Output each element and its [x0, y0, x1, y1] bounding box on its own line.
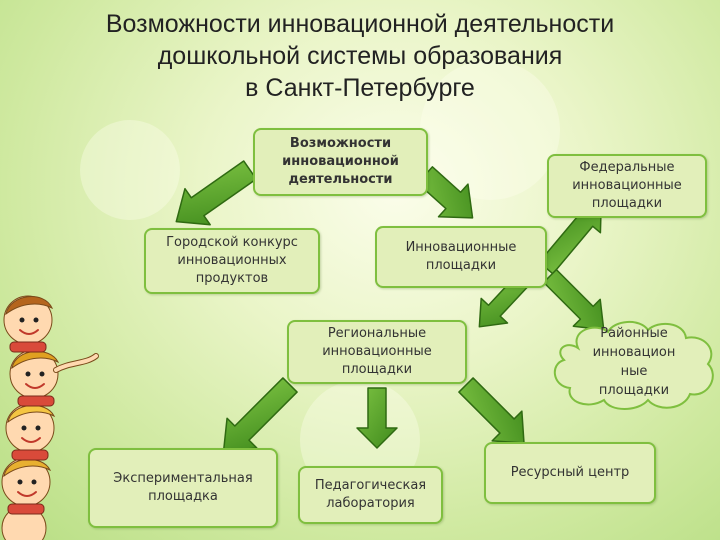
- node-resource-center-line-1: Ресурсный центр: [510, 465, 630, 480]
- arrow-to-city-contest: [175, 160, 258, 226]
- arrow-to-district: [542, 268, 605, 331]
- node-main-line-1: Возможности: [289, 136, 392, 151]
- node-pedagogical-lab-line-2: лаборатория: [326, 496, 415, 511]
- node-city-contest-line-3: продуктов: [195, 271, 269, 286]
- arrow-to-innovation-sites: [416, 166, 474, 219]
- node-experimental-site: Экспериментальная площадка: [88, 448, 278, 528]
- node-district-line-4: площадки: [598, 383, 670, 398]
- node-district-line-2: инновацион: [592, 345, 676, 360]
- node-district-line-1: Районные: [600, 326, 668, 341]
- arrow-to-resource-center: [458, 377, 525, 444]
- node-pedagogical-lab: Педагогическая лаборатория: [298, 466, 443, 524]
- node-city-contest-line-1: Городской конкурс: [166, 235, 298, 250]
- node-regional-line-3: площадки: [341, 362, 413, 377]
- node-federal-line-1: Федеральные: [579, 160, 675, 175]
- page-title: Возможности инновационной деятельности д…: [20, 8, 700, 104]
- node-regional-line-2: инновационные: [322, 344, 432, 359]
- node-innovation-sites-line-2: площадки: [425, 258, 497, 273]
- node-innovation-sites: Инновационные площадки: [375, 226, 547, 288]
- node-pedagogical-lab-line-1: Педагогическая: [314, 478, 427, 493]
- node-regional-sites: Региональные инновационные площадки: [287, 320, 467, 384]
- background-bokeh: [80, 120, 180, 220]
- node-city-contest-line-2: инновационных: [177, 253, 287, 268]
- node-city-contest: Городской конкурс инновационных продукто…: [144, 228, 320, 294]
- node-resource-center: Ресурсный центр: [484, 442, 656, 504]
- node-experimental-line-1: Экспериментальная: [113, 471, 253, 486]
- node-federal-line-2: инновационные: [572, 178, 682, 193]
- cartoon-children-illustration: [1, 295, 99, 540]
- node-district-line-3: ные: [620, 364, 648, 379]
- node-regional-line-1: Региональные: [327, 326, 427, 341]
- node-main-possibilities: Возможности инновационной деятельности: [253, 128, 428, 196]
- node-main-line-2: инновационной: [282, 154, 399, 169]
- title-line-3: в Санкт-Петербурге: [245, 74, 475, 102]
- title-line-1: Возможности инновационной деятельности: [105, 10, 615, 38]
- node-district-label: Районные инновацион ные площадки: [570, 324, 698, 400]
- node-main-line-3: деятельности: [288, 172, 393, 187]
- title-line-2: дошкольной системы образования: [157, 42, 563, 70]
- node-federal-line-3: площадки: [591, 196, 663, 211]
- node-federal-sites: Федеральные инновационные площадки: [547, 154, 707, 218]
- node-district-cloud: [554, 321, 714, 410]
- node-innovation-sites-line-1: Инновационные: [405, 240, 517, 255]
- node-experimental-line-2: площадка: [148, 489, 218, 504]
- arrow-to-pedagogical-lab: [356, 387, 398, 449]
